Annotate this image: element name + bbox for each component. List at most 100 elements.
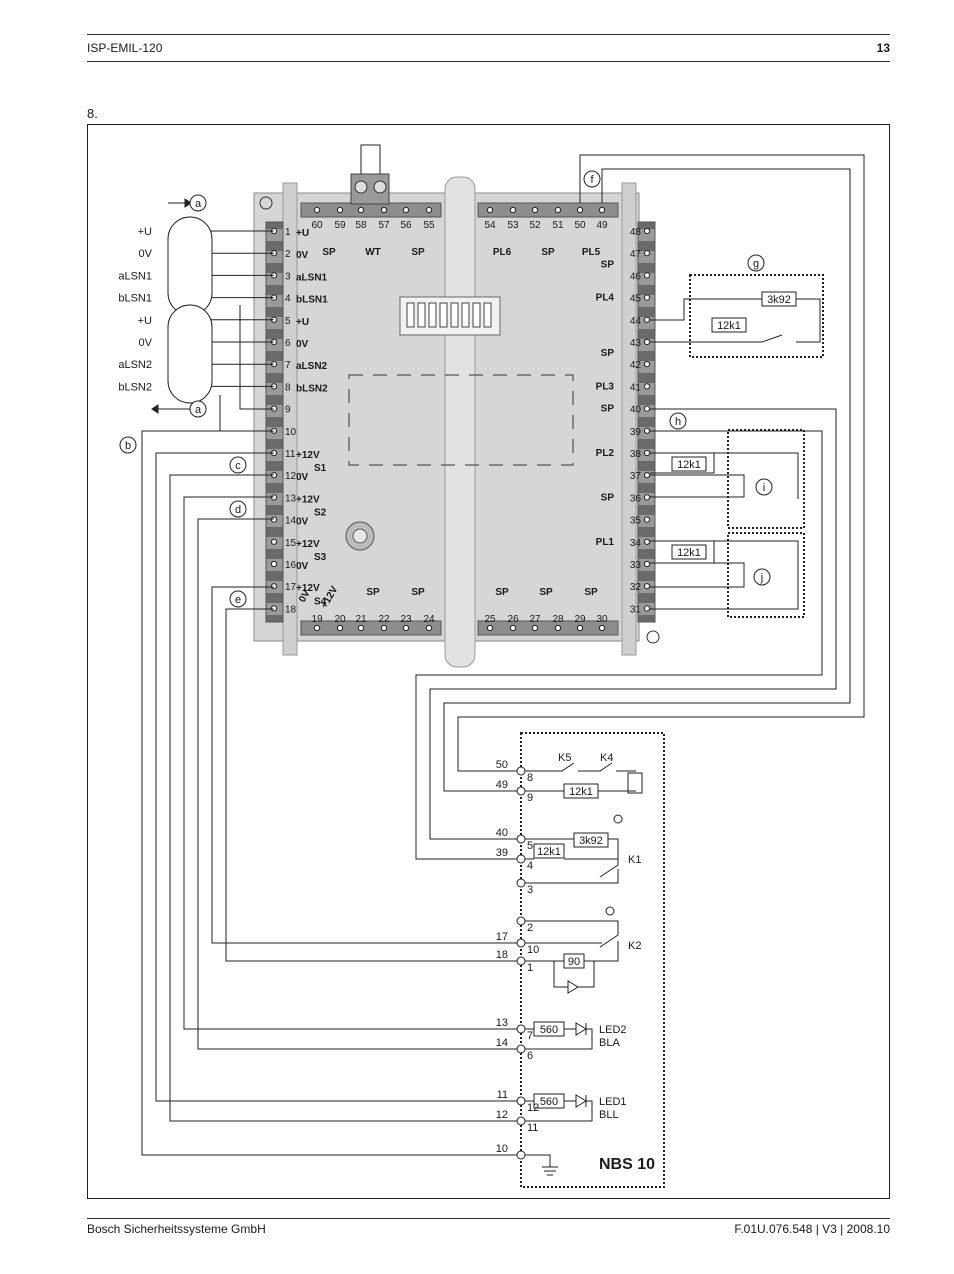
wt-screw — [373, 180, 387, 194]
nbs10-wire-number: 13 — [496, 1017, 508, 1029]
wire-12 — [169, 474, 521, 1122]
nbs10-pin-number: 12 — [527, 1102, 539, 1114]
nbs10-pin-number: 9 — [527, 792, 533, 804]
group-label-top: PL5 — [582, 247, 601, 258]
wire-50 — [457, 154, 865, 772]
terminal-bottom-number: 19 — [311, 614, 323, 625]
wt-screw — [354, 180, 368, 194]
led-wire — [525, 1095, 593, 1122]
terminal-left-label: 0V — [296, 561, 309, 572]
group-label-left: S2 — [314, 508, 327, 519]
nbs-resistor-560-label: 560 — [540, 1024, 558, 1036]
terminal-right-number: 32 — [630, 582, 642, 593]
terminal-left-number: 1 — [285, 227, 291, 238]
external-line-label: bLSN1 — [118, 293, 152, 305]
terminal-top-59 — [336, 206, 344, 214]
group-label-right: SP — [601, 259, 615, 270]
dip-switch — [406, 302, 415, 328]
terminal-right-number: 39 — [630, 427, 642, 438]
wire-10 — [141, 430, 521, 1156]
resistor-12k1-j — [671, 544, 707, 560]
header-rule-top — [87, 34, 890, 35]
terminal-right-47 — [643, 250, 651, 257]
nbs10-pin — [516, 1044, 526, 1054]
dotted-box-j — [727, 532, 805, 618]
terminal-bottom-number: 27 — [529, 614, 541, 625]
nbs10-pin — [516, 1096, 526, 1106]
nbs-resistor-12k1-label: 12k1 — [569, 786, 593, 798]
wire-49 — [443, 168, 851, 792]
resistor-12k1-i-label: 12k1 — [677, 459, 701, 471]
terminal-left-number: 17 — [285, 582, 297, 593]
dip-switch — [472, 302, 481, 328]
terminal-top-number: 54 — [484, 220, 496, 231]
nbs10-box — [520, 732, 665, 1188]
led-label: LED1 — [599, 1096, 627, 1108]
resistor-12k1-label: 12k1 — [717, 320, 741, 332]
callout-b-circle — [119, 436, 137, 454]
contact-label-K4: K4 — [600, 752, 613, 764]
terminal-right-36 — [643, 494, 651, 501]
terminal-right-number: 41 — [630, 382, 642, 393]
wire-43 — [650, 334, 783, 343]
rotated-label-0V: 0V — [297, 588, 313, 604]
terminal-right-number: 43 — [630, 338, 642, 349]
terminal-left-number: 6 — [285, 338, 291, 349]
cable-bundle-2 — [167, 304, 213, 404]
terminal-strip-bottom-right — [477, 620, 619, 636]
led-sublabel: BLA — [599, 1037, 620, 1049]
wire-38-37 — [650, 452, 715, 474]
nbs10-wire-number: 11 — [497, 1089, 508, 1101]
external-line-label: +U — [138, 315, 152, 327]
led-symbol — [575, 1094, 587, 1108]
nbs10-pin-number: 5 — [527, 840, 533, 852]
terminal-right-43 — [643, 338, 651, 346]
terminal-right-38 — [643, 449, 651, 457]
terminal-bottom-number: 21 — [355, 614, 367, 625]
wire-44 — [650, 298, 762, 321]
nbs10-pin-number: 4 — [527, 860, 533, 872]
external-line-label: +U — [138, 226, 152, 238]
board-center-slot — [444, 176, 476, 668]
nbs10-pin — [516, 956, 526, 966]
callout-b: b — [125, 440, 131, 452]
wire-40 — [429, 408, 837, 840]
terminal-bottom-number: 23 — [400, 614, 412, 625]
group-label-right: PL4 — [596, 293, 615, 304]
terminal-left-label: 0V — [296, 339, 309, 350]
led-label: LED2 — [599, 1024, 627, 1036]
dip-switch — [428, 302, 437, 328]
terminal-top-51 — [554, 206, 562, 214]
group-label-left: S1 — [314, 463, 327, 474]
resistor-3k92-label: 3k92 — [767, 294, 791, 306]
dotted-box-g — [689, 274, 824, 358]
callout-c: c — [235, 460, 241, 472]
terminal-bottom-20 — [336, 624, 344, 632]
callout-j-circle — [753, 568, 771, 586]
callout-g: g — [753, 258, 759, 270]
nbs10-pin — [516, 766, 526, 776]
terminal-left-label: +U — [296, 317, 309, 328]
wire-17 — [211, 586, 521, 944]
callout-h: h — [675, 416, 681, 428]
terminal-left-18 — [270, 605, 278, 612]
tamper-knob-inner — [352, 528, 368, 544]
callout-g-circle — [747, 254, 765, 272]
callout-i: i — [763, 482, 765, 494]
nbs10-wire-number: 49 — [496, 779, 508, 791]
group-label-top: SP — [411, 247, 425, 258]
terminal-top-number: 58 — [355, 220, 367, 231]
terminal-top-number: 52 — [529, 220, 541, 231]
terminal-bottom-number: 24 — [423, 614, 435, 625]
nbs-resistor-90 — [563, 953, 585, 969]
terminal-bottom-number: 26 — [507, 614, 519, 625]
wire-j — [650, 540, 799, 610]
wire-33-32 — [650, 562, 745, 588]
terminal-left-number: 2 — [285, 249, 291, 260]
terminal-right-34 — [643, 538, 651, 545]
external-line-label: 0V — [139, 337, 153, 349]
terminal-top-54 — [486, 206, 494, 214]
terminal-bottom-number: 29 — [574, 614, 586, 625]
nbs10-wire-number: 39 — [496, 847, 508, 859]
